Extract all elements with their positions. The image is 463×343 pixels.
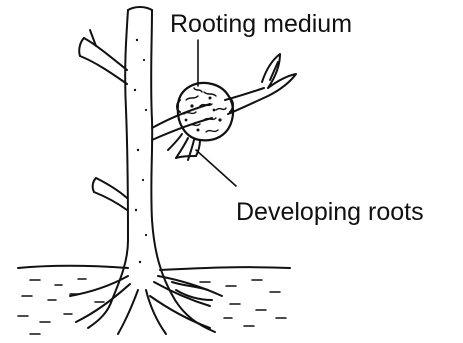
ground-soil xyxy=(17,264,291,335)
developing-roots-leader-line xyxy=(195,149,237,187)
developing-roots-label: Developing roots xyxy=(236,198,424,226)
tree-trunk xyxy=(87,6,216,333)
rooting-medium-label: Rooting medium xyxy=(170,10,353,38)
layered-branch xyxy=(151,53,297,141)
upper-left-branch xyxy=(78,29,128,85)
developing-roots xyxy=(167,133,201,161)
rooting-medium-ball xyxy=(176,81,235,142)
tree-base-roots xyxy=(69,275,223,335)
lower-left-branch xyxy=(91,177,128,211)
